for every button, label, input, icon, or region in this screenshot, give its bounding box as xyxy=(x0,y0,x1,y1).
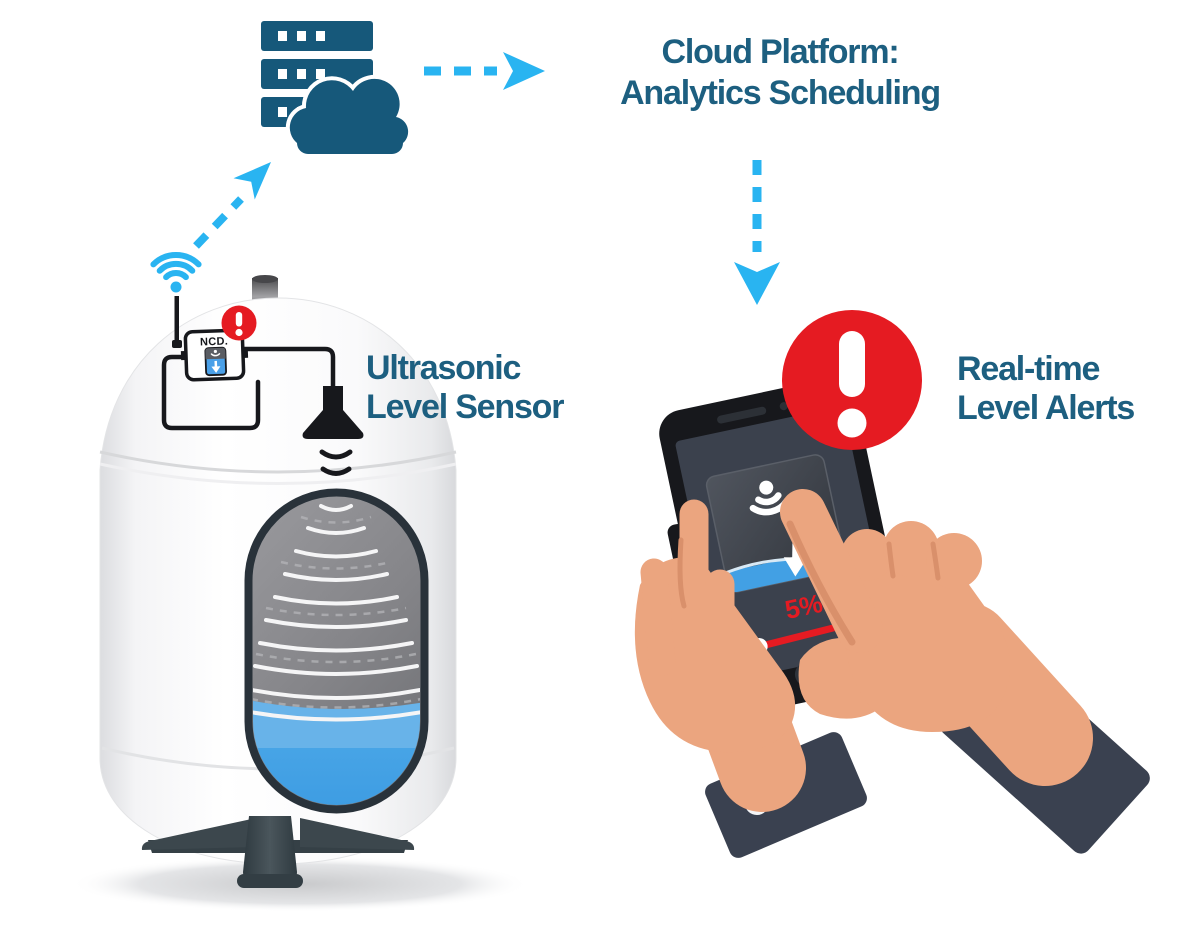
sonar-wave-arcs xyxy=(253,504,420,722)
sensor-brand-label: NCD. xyxy=(200,336,228,349)
emitted-sound-arcs xyxy=(319,449,353,476)
cloud-heading-line2: Analytics Scheduling xyxy=(620,74,940,112)
cloud-heading-line1: Cloud Platform: xyxy=(662,33,899,71)
dashed-arrow-right-icon xyxy=(424,52,545,90)
alert-exclamation-icon xyxy=(782,310,922,450)
left-hand xyxy=(634,499,867,858)
tank-stand xyxy=(141,816,415,888)
tank-seam-lower xyxy=(99,462,457,485)
ultrasonic-heading: Ultrasonic Level Sensor xyxy=(366,349,565,426)
sensor-box: NCD. xyxy=(180,328,249,382)
left-finger-shade xyxy=(677,537,687,609)
knuckle-gap-2 xyxy=(930,541,941,581)
dashed-arrow-up-icon xyxy=(193,162,271,249)
cutaway-window xyxy=(244,488,429,814)
ultrasonic-heading-line1: Ultrasonic xyxy=(366,349,521,387)
tank-seam-upper xyxy=(99,450,457,474)
echo-dashed-arcs xyxy=(253,515,420,709)
alert-badge-small xyxy=(221,305,257,341)
ultrasonic-horn-icon xyxy=(302,386,364,439)
alerts-heading-line1: Real-time xyxy=(957,350,1100,388)
dashed-arrow-down-icon xyxy=(734,160,780,305)
alerts-heading: Real-time Level Alerts xyxy=(957,350,1136,427)
knuckle-2 xyxy=(883,521,939,577)
right-palm xyxy=(844,548,1010,732)
antenna xyxy=(172,296,182,348)
index-finger xyxy=(780,489,883,653)
right-hand xyxy=(780,489,1150,854)
sensor-cables xyxy=(161,346,336,431)
index-finger-shade xyxy=(786,520,856,646)
knuckle-gap-1 xyxy=(886,541,896,579)
wifi-icon xyxy=(150,252,202,293)
cloud-platform-heading: Cloud Platform: Analytics Scheduling xyxy=(620,33,941,112)
speaker-slit xyxy=(717,406,767,424)
left-thumb xyxy=(640,558,676,676)
cloud-icon xyxy=(285,74,413,158)
alerts-heading-line2: Level Alerts xyxy=(957,389,1134,427)
sensor-display xyxy=(204,346,227,377)
camera-dot xyxy=(779,402,788,411)
ultrasonic-heading-line2: Level Sensor xyxy=(366,388,564,426)
